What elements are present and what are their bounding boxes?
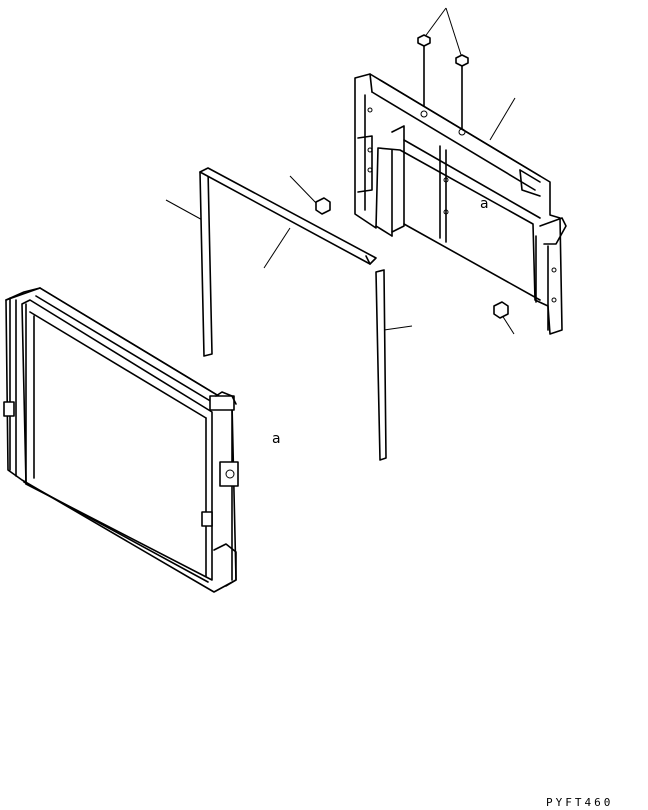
mark-a-panel: a: [480, 196, 489, 212]
bolt-right: [455, 54, 469, 131]
radiator: [3, 287, 239, 593]
seal-strip-vertical-left: [199, 169, 213, 357]
seal-strip-horizontal: [199, 167, 377, 265]
bolt-left: [417, 34, 431, 113]
mark-a-radiator: a: [272, 431, 281, 447]
figure-code: PYFT460: [546, 796, 613, 809]
leader-lines: [165, 7, 516, 335]
cover-panel: [354, 73, 567, 335]
seal-strip-vertical-right: [375, 269, 387, 461]
clip-upper: [315, 197, 331, 215]
clip-lower: [493, 301, 509, 319]
